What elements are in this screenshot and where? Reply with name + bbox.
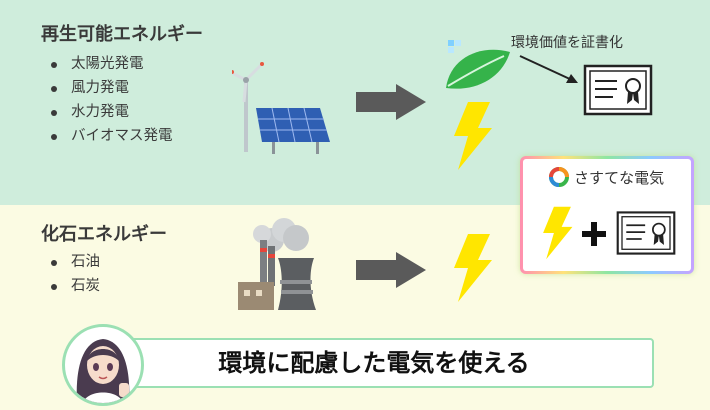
leaf-icon xyxy=(446,40,510,89)
certificate-note: 環境価値を証書化 xyxy=(511,35,623,51)
fossil-list: 石油 石炭 xyxy=(49,250,100,298)
lightning-icon xyxy=(454,102,492,170)
summary-banner: 環境に配慮した電気を使える xyxy=(94,338,654,388)
list-item: バイオマス発電 xyxy=(49,124,173,148)
arrow-right-icon xyxy=(356,84,426,120)
solar-wind-icon xyxy=(232,62,330,154)
lightning-icon xyxy=(543,206,573,260)
brand-name: さすてな電気 xyxy=(574,169,665,187)
plus-icon xyxy=(582,222,606,246)
list-item: 風力発電 xyxy=(49,76,173,100)
power-plant-icon xyxy=(238,218,316,310)
certificate-icon xyxy=(583,64,653,116)
list-item: 石炭 xyxy=(49,274,100,298)
fossil-title: 化石エネルギー xyxy=(41,224,167,245)
renewable-title: 再生可能エネルギー xyxy=(41,24,203,45)
arrow-right-icon xyxy=(356,252,426,288)
certificate-icon xyxy=(616,211,676,255)
pointer-arrow-icon xyxy=(519,55,578,83)
banner-text: 環境に配慮した電気を使える xyxy=(218,349,530,377)
list-item: 石油 xyxy=(49,250,100,274)
list-item: 太陽光発電 xyxy=(49,52,173,76)
character-icon xyxy=(76,339,130,403)
brand-logo-icon xyxy=(549,167,569,187)
renewable-list: 太陽光発電 風力発電 水力発電 バイオマス発電 xyxy=(49,52,173,148)
avatar xyxy=(62,324,144,406)
list-item: 水力発電 xyxy=(49,100,173,124)
lightning-icon xyxy=(454,234,492,302)
